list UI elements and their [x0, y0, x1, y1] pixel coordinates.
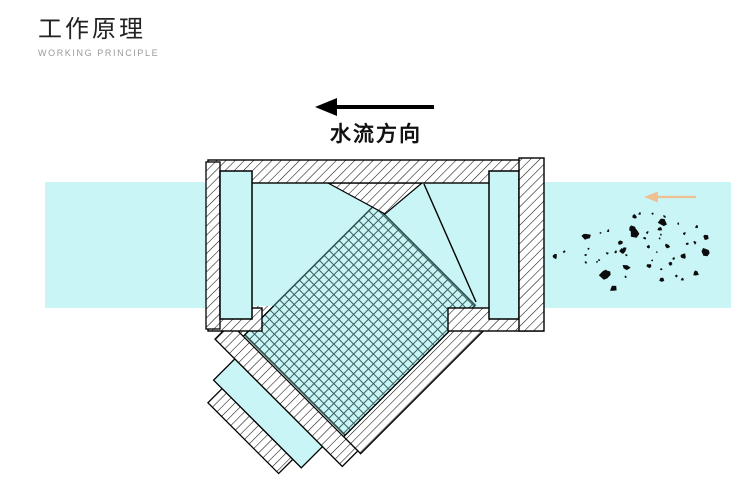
impurity-particle: [645, 230, 649, 235]
impurity-particle: [614, 250, 617, 254]
impurity-particle: [680, 253, 686, 259]
flow-direction-arrow: [315, 98, 434, 116]
impurity-particle: [638, 212, 642, 215]
impurity-particle: [677, 222, 680, 225]
impurity-particle: [625, 254, 628, 257]
impurity-particles: [552, 212, 710, 291]
impurity-particle: [657, 226, 663, 231]
impurity-particle: [596, 260, 598, 263]
impurity-particle: [703, 234, 709, 240]
impurity-particle: [632, 214, 637, 219]
impurity-particle: [685, 242, 689, 246]
impurity-particle: [674, 274, 678, 278]
impurity-particle: [581, 233, 591, 240]
impurity-particle: [651, 212, 654, 215]
branch-cap-group: [207, 322, 359, 475]
impurity-particle: [646, 264, 652, 269]
title-block: 工作原理 WORKING PRINCIPLE: [38, 16, 159, 58]
impurity-particle: [598, 259, 601, 261]
impurity-particle: [552, 253, 557, 260]
impurity-particle: [619, 248, 626, 254]
impurity-particle: [584, 261, 587, 264]
right-flange-face: [488, 170, 520, 320]
left-flange-hatch: [205, 161, 221, 330]
right-flange-hatch: [518, 157, 545, 332]
impurity-particle: [624, 275, 627, 278]
impurity-particle: [606, 228, 610, 233]
impurity-particle: [663, 215, 666, 218]
impurity-particle: [610, 285, 617, 291]
impurity-particle: [701, 248, 710, 257]
cap-end: [207, 387, 294, 475]
impurity-particle: [658, 237, 661, 240]
page-subtitle: WORKING PRINCIPLE: [38, 47, 160, 58]
inlet-arrow: [644, 191, 696, 203]
impurity-particle: [605, 252, 609, 255]
page-title: 工作原理: [38, 16, 146, 43]
impurity-particle: [659, 268, 663, 271]
impurity-particle: [617, 240, 623, 245]
impurity-particle: [668, 261, 673, 266]
impurity-particle: [630, 226, 640, 238]
impurity-particle: [665, 243, 671, 249]
flow-direction-label: 水流方向: [330, 122, 422, 146]
impurity-particle: [622, 265, 631, 271]
impurity-particle: [655, 251, 658, 253]
impurity-particle: [672, 257, 675, 260]
impurity-particle: [659, 277, 665, 282]
impurity-particle: [642, 237, 647, 240]
impurity-particle: [694, 270, 697, 274]
impurity-particle: [695, 225, 698, 229]
impurity-particle: [683, 232, 686, 236]
impurity-particle: [646, 245, 650, 249]
impurity-particle: [660, 233, 662, 236]
seat-line: [423, 183, 477, 303]
impurity-particle: [584, 253, 587, 257]
impurity-particle: [680, 277, 684, 281]
left-flange-face: [219, 170, 253, 320]
impurity-particle: [562, 250, 566, 254]
impurity-particle: [693, 240, 697, 245]
impurity-particle: [599, 232, 602, 234]
impurity-particle: [651, 259, 653, 262]
impurity-particle: [587, 247, 590, 250]
impurity-particle: [657, 218, 667, 227]
impurity-particle: [598, 269, 611, 280]
